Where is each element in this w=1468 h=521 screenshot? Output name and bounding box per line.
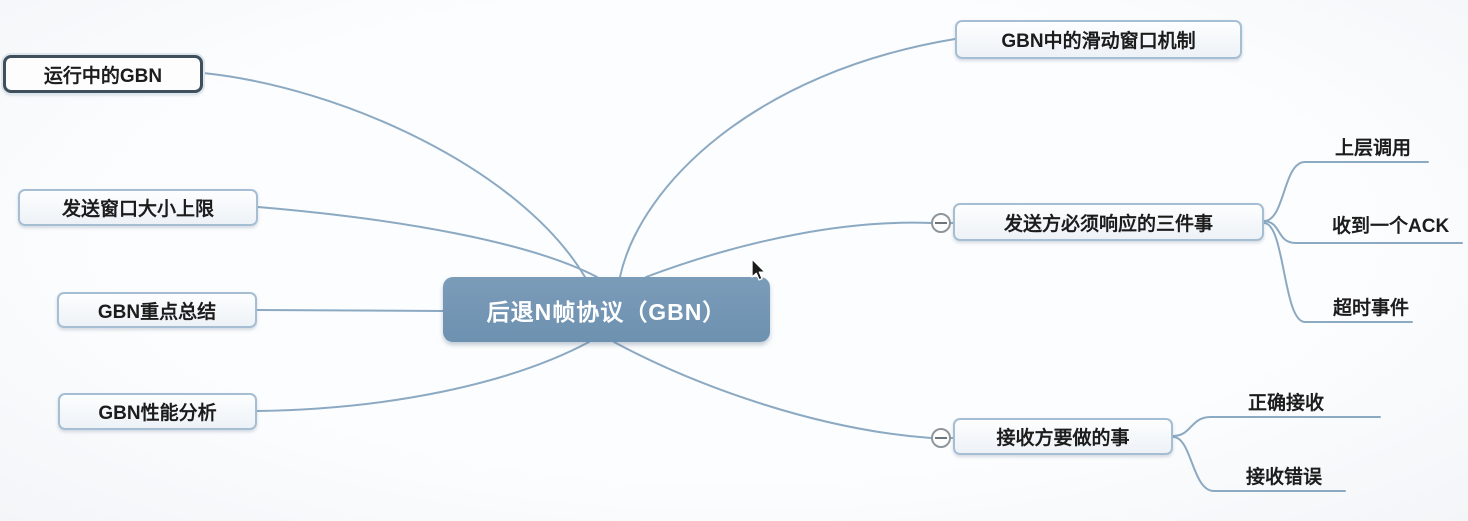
collapse-icon-receiver[interactable] bbox=[931, 428, 951, 448]
topic-sliding-window[interactable]: GBN中的滑动窗口机制 bbox=[955, 20, 1242, 59]
subtopic-upper-layer-call[interactable]: 上层调用 bbox=[1335, 138, 1412, 159]
topic-sliding-window-label: GBN中的滑动窗口机制 bbox=[1001, 31, 1196, 52]
topic-gbn-performance[interactable]: GBN性能分析 bbox=[58, 393, 257, 430]
subtopic-receive-ack[interactable]: 收到一个ACK bbox=[1332, 216, 1450, 237]
topic-receiver-tasks[interactable]: 接收方要做的事 bbox=[953, 418, 1173, 455]
edge-receive-ack bbox=[1263, 220, 1463, 244]
topic-gbn-performance-label: GBN性能分析 bbox=[98, 403, 217, 424]
edge-correct-receive bbox=[1172, 416, 1381, 437]
topic-gbn-summary[interactable]: GBN重点总结 bbox=[57, 292, 257, 328]
edge-receive-error bbox=[1172, 436, 1346, 492]
topic-sender-events-label: 发送方必须响应的三件事 bbox=[1003, 213, 1213, 235]
edge-timeout-event bbox=[1263, 222, 1413, 323]
topic-receiver-tasks-label: 接收方要做的事 bbox=[996, 428, 1130, 449]
topic-send-window-limit[interactable]: 发送窗口大小上限 bbox=[18, 189, 258, 226]
edge-upper-layer-call bbox=[1263, 161, 1429, 222]
edge-root-sliding-window bbox=[619, 38, 956, 278]
subtopic-correct-receive[interactable]: 正确接收 bbox=[1248, 393, 1325, 414]
edge-root-sender-events bbox=[645, 221, 932, 278]
root-topic[interactable]: 后退N帧协议（GBN） bbox=[443, 277, 770, 342]
subtopic-timeout-event[interactable]: 超时事件 bbox=[1333, 298, 1410, 319]
edge-root-receiver-tasks bbox=[613, 341, 932, 439]
branch-curves bbox=[202, 38, 1463, 492]
edge-root-send-window-limit bbox=[257, 206, 598, 278]
root-topic-label: 后退N帧协议（GBN） bbox=[486, 298, 727, 325]
edge-root-gbn-performance bbox=[256, 341, 590, 412]
topic-gbn-running-label: 运行中的GBN bbox=[43, 65, 163, 87]
topic-sender-events[interactable]: 发送方必须响应的三件事 bbox=[953, 203, 1264, 241]
edge-root-gbn-summary bbox=[256, 309, 444, 312]
topic-gbn-summary-label: GBN重点总结 bbox=[97, 301, 217, 323]
edge-root-gbn-running bbox=[202, 72, 586, 278]
collapse-icon-sender[interactable] bbox=[931, 213, 951, 233]
subtopic-receive-error[interactable]: 接收错误 bbox=[1246, 467, 1323, 488]
topic-gbn-running[interactable]: 运行中的GBN bbox=[3, 55, 203, 93]
topic-send-window-limit-label: 发送窗口大小上限 bbox=[61, 199, 214, 220]
